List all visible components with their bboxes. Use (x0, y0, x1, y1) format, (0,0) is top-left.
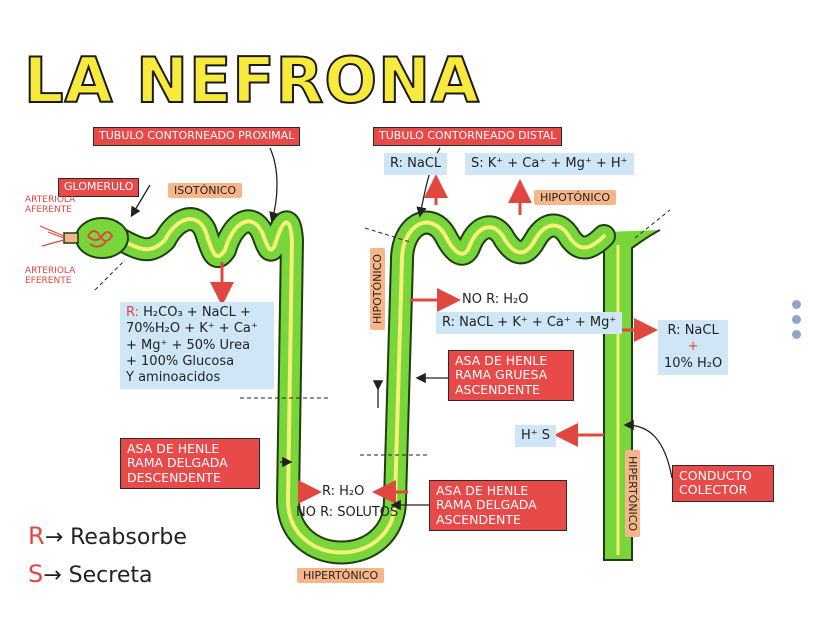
collecting-duct-reabsorb: R: NaCL + 10% H₂O (658, 320, 729, 375)
dot (792, 330, 801, 339)
tonicity-isotonic: ISOTÓNICO (168, 183, 243, 198)
legend-r-text: → Reabsorbe (44, 525, 187, 550)
dot (792, 315, 801, 324)
dot (792, 300, 801, 309)
collecting-line-3: 10% H₂O (664, 355, 723, 371)
proximal-line-3: + Mg⁺ + 50% Urea (126, 337, 251, 353)
proximal-line-5: Y aminoacidos (126, 370, 221, 385)
proximal-line-2: 70%H₂O + K⁺ + Ca⁺ (126, 321, 258, 337)
thick-limb-no-water: NO R: H₂O (462, 292, 529, 307)
arrows (130, 147, 673, 511)
region-lines (94, 209, 671, 456)
tonicity-hypotonic-vertical: HIPOTÓNICO (370, 248, 385, 330)
label-efferent-arteriole: ARTERIOLA EFERENTE (25, 266, 76, 286)
distal-secrete: S: K⁺ + Ca⁺ + Mg⁺ + H⁺ (465, 153, 634, 176)
tonicity-hypotonic-distal: HIPOTÓNICO (534, 190, 616, 205)
reabsorb-key: R: (126, 305, 140, 320)
label-glomerulus: GLOMERULO (58, 178, 140, 197)
collecting-duct-secrete: H⁺ S (515, 425, 557, 448)
legend-s-key: S (28, 560, 44, 588)
label-descending-thin-limb: ASA DE HENLE RAMA DELGADA DESCENDENTE (120, 438, 260, 490)
label-collecting-duct: CONDUCTO COLECTOR (672, 465, 774, 502)
distal-reabsorb: R: NaCL (384, 153, 448, 176)
label-afferent-arteriole: ARTERIOLA AFERENTE (25, 195, 76, 215)
tonicity-hypertonic-vertical: HIPERTÓNICO (625, 450, 640, 538)
collecting-line-1: R: NaCL (667, 323, 719, 338)
page-title: LA NEFRONA (23, 44, 480, 117)
thin-limb-no-solutes: NO R: SOLUTOS (296, 505, 399, 520)
more-options-dots[interactable] (792, 300, 801, 345)
legend-r-key: R (28, 522, 45, 550)
collecting-line-2: + (687, 339, 699, 355)
thick-limb-reabsorb: R: NaCL + K⁺ + Ca⁺ + Mg⁺ (436, 312, 623, 335)
label-ascending-thick-limb: ASA DE HENLE RAMA GRUESA ASCENDENTE (448, 350, 574, 402)
glomerulus (39, 217, 129, 259)
label-ascending-thin-limb: ASA DE HENLE RAMA DELGADA ASCENDENTE (429, 480, 567, 532)
legend-secreta: S→ Secreta (28, 560, 152, 588)
proximal-reabsorption-box: R: H₂CO₃ + NaCL + 70%H₂O + K⁺ + Ca⁺ + Mg… (120, 302, 274, 390)
legend-s-text: → Secreta (43, 563, 153, 588)
tubule-path (106, 207, 616, 565)
tonicity-hypertonic-loop: HIPERTÓNICO (297, 568, 385, 583)
thin-limb-water: R: H₂O (322, 484, 365, 499)
label-proximal-tubule: TUBULO CONTORNEADO PROXIMAL (93, 127, 301, 146)
label-distal-tubule: TUBULO CONTORNEADO DISTAL (373, 127, 563, 146)
legend-reabsorbe: R→ Reabsorbe (28, 522, 187, 550)
proximal-line-4: + 100% Glucosa (126, 353, 235, 369)
proximal-line-1: H₂CO₃ + NaCL + (143, 305, 251, 320)
